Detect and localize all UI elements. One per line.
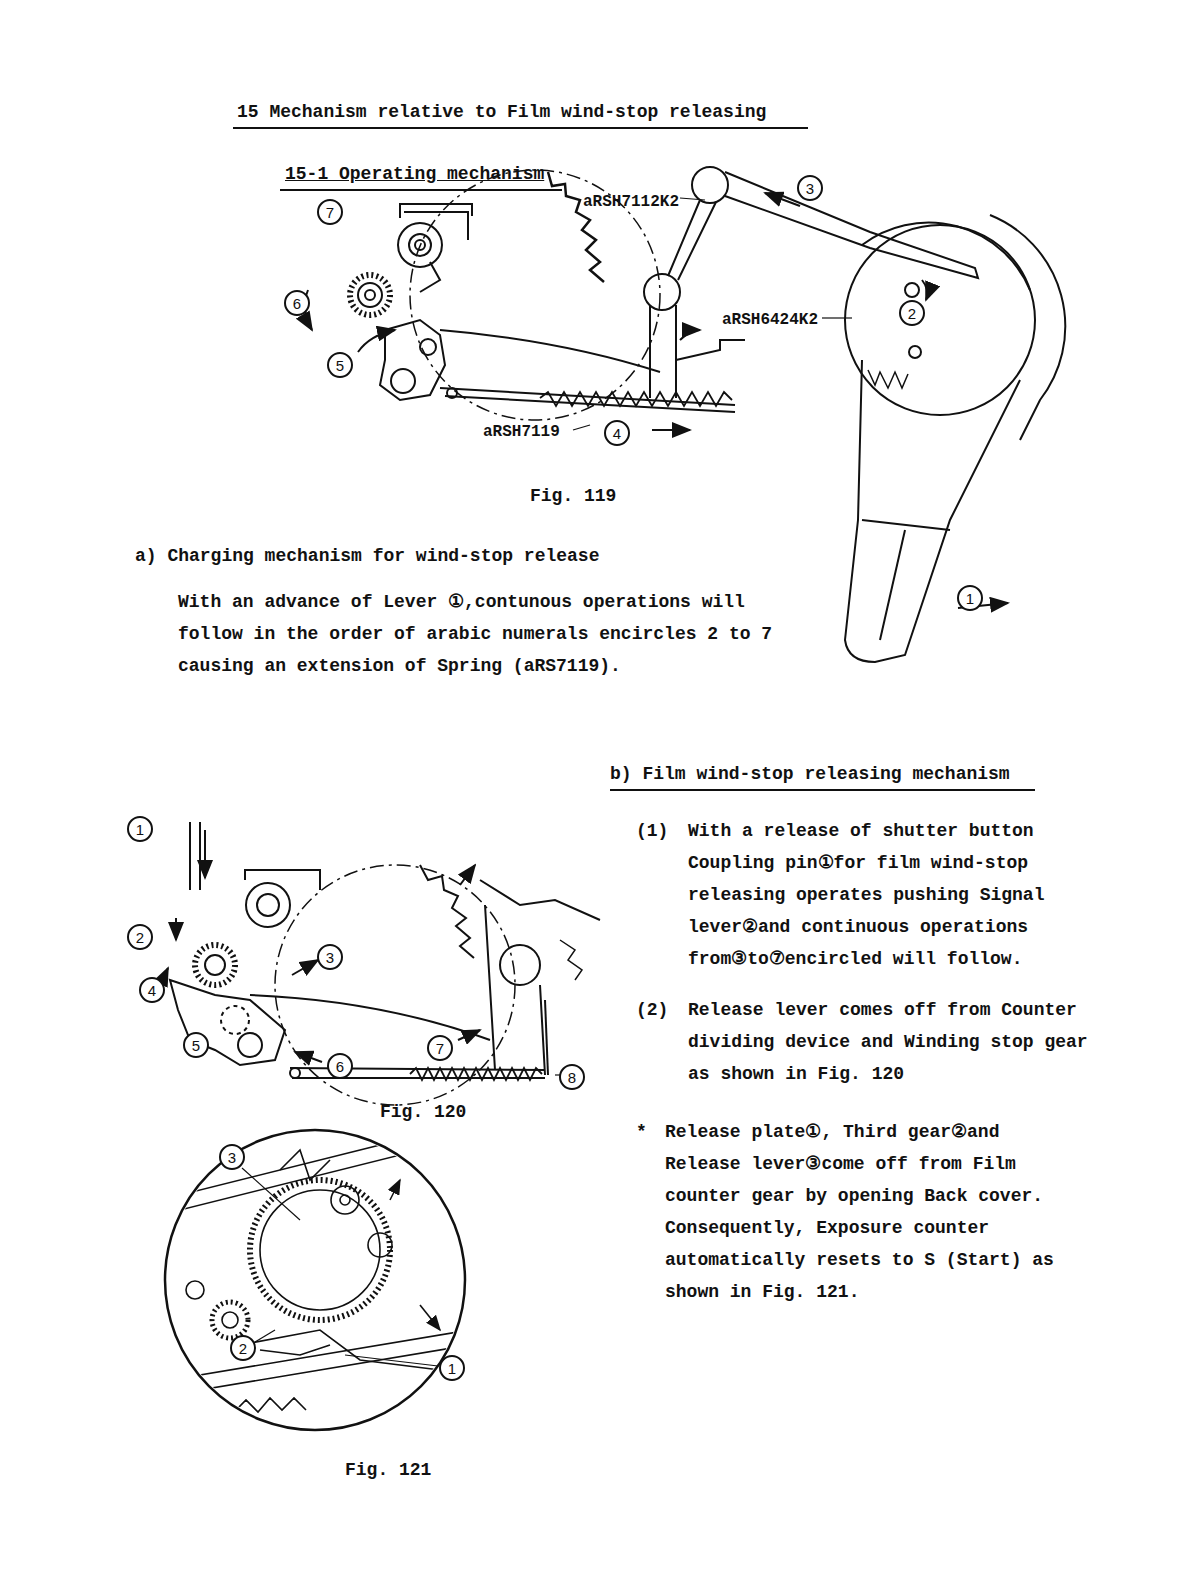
callout-number: 3	[797, 175, 823, 201]
callout-number: 7	[317, 199, 343, 225]
figure-label: Fig. 121	[345, 1454, 431, 1486]
part-number: aRSH7119	[483, 416, 560, 448]
callout-number: 2	[899, 300, 925, 326]
body-text: With an advance of Lever ①,contunous ope…	[178, 586, 772, 682]
callout-text: 1	[448, 1361, 456, 1376]
callout-number: 4	[139, 977, 165, 1003]
callout-number: 5	[327, 352, 353, 378]
callout-number: 3	[317, 944, 343, 970]
callout-text: 1	[136, 822, 144, 837]
callout-number: 1	[957, 585, 983, 611]
callout-number: 1	[127, 816, 153, 842]
callout-number: 6	[327, 1053, 353, 1079]
section-heading: 15-1 Operating mechanism	[285, 158, 544, 190]
part-number: aRSH6424K2	[722, 304, 818, 336]
body-text: Release lever comes off from Counter div…	[688, 994, 1109, 1090]
callout-text: 4	[148, 983, 156, 998]
callout-text: 3	[806, 181, 814, 196]
callout-text: 6	[336, 1059, 344, 1074]
callout-text: 7	[436, 1041, 444, 1056]
callout-number: 3	[219, 1144, 245, 1170]
callout-text: 3	[228, 1150, 236, 1165]
note-marker: *	[636, 1116, 647, 1148]
callout-text: 7	[326, 205, 334, 220]
callout-text: 3	[326, 950, 334, 965]
part-number: aRSH7112K2	[583, 186, 679, 218]
figure-label: Fig. 120	[380, 1096, 466, 1128]
figure-label: Fig. 119	[530, 480, 616, 512]
callout-number: 2	[127, 924, 153, 950]
body-text: With a release of shutter button Couplin…	[688, 815, 1055, 975]
callout-number: 5	[183, 1032, 209, 1058]
callout-text: 2	[239, 1341, 247, 1356]
callout-text: 2	[136, 930, 144, 945]
callout-text: 4	[613, 426, 621, 441]
subheading: b) Film wind-stop releasing mechanism	[610, 758, 1010, 790]
callout-number: 4	[604, 420, 630, 446]
callout-number: 6	[284, 290, 310, 316]
list-marker: (1)	[636, 815, 668, 847]
callout-text: 6	[293, 296, 301, 311]
body-text: Release plate①, Third gear②and Release l…	[665, 1116, 1054, 1308]
subheading: a) Charging mechanism for wind-stop rele…	[135, 540, 599, 572]
callout-text: 5	[192, 1038, 200, 1053]
callout-text: 1	[966, 591, 974, 606]
callout-number: 1	[439, 1355, 465, 1381]
callout-number: 7	[427, 1035, 453, 1061]
page-title: 15 Mechanism relative to Film wind-stop …	[237, 96, 766, 128]
callout-text: 5	[336, 358, 344, 373]
callout-text: 2	[908, 306, 916, 321]
callout-number: 8	[559, 1064, 585, 1090]
list-marker: (2)	[636, 994, 668, 1026]
callout-text: 8	[568, 1070, 576, 1085]
callout-number: 2	[230, 1335, 256, 1361]
